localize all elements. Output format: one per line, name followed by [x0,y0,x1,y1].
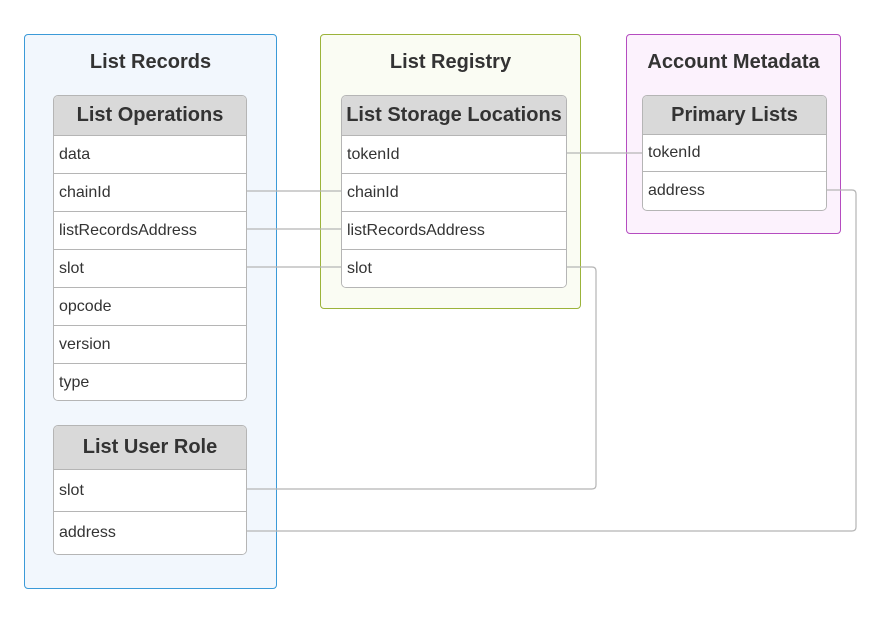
entity-title: Primary Lists [643,96,826,135]
field-type: type [54,364,246,400]
field-chainid: chainId [342,174,566,212]
entity-list-user-role: List User Role slot address [53,425,247,555]
field-slot: slot [342,250,566,287]
field-address: address [643,172,826,209]
entity-title: List Operations [54,96,246,136]
field-listrecordsaddress: listRecordsAddress [342,212,566,250]
field-data: data [54,136,246,174]
entity-title: List User Role [54,426,246,470]
entity-primary-lists: Primary Lists tokenId address [642,95,827,211]
entity-list-operations: List Operations data chainId listRecords… [53,95,247,401]
field-address: address [54,512,246,554]
entity-list-storage-locations: List Storage Locations tokenId chainId l… [341,95,567,288]
field-listrecordsaddress: listRecordsAddress [54,212,246,250]
field-slot: slot [54,470,246,512]
field-tokenid: tokenId [342,136,566,174]
group-title: List Records [89,51,212,73]
field-opcode: opcode [54,288,246,326]
group-title: Account Metadata [647,51,820,73]
group-title: List Registry [389,51,512,73]
entity-title: List Storage Locations [342,96,566,136]
field-chainid: chainId [54,174,246,212]
field-version: version [54,326,246,364]
field-tokenid: tokenId [643,135,826,172]
field-slot: slot [54,250,246,288]
